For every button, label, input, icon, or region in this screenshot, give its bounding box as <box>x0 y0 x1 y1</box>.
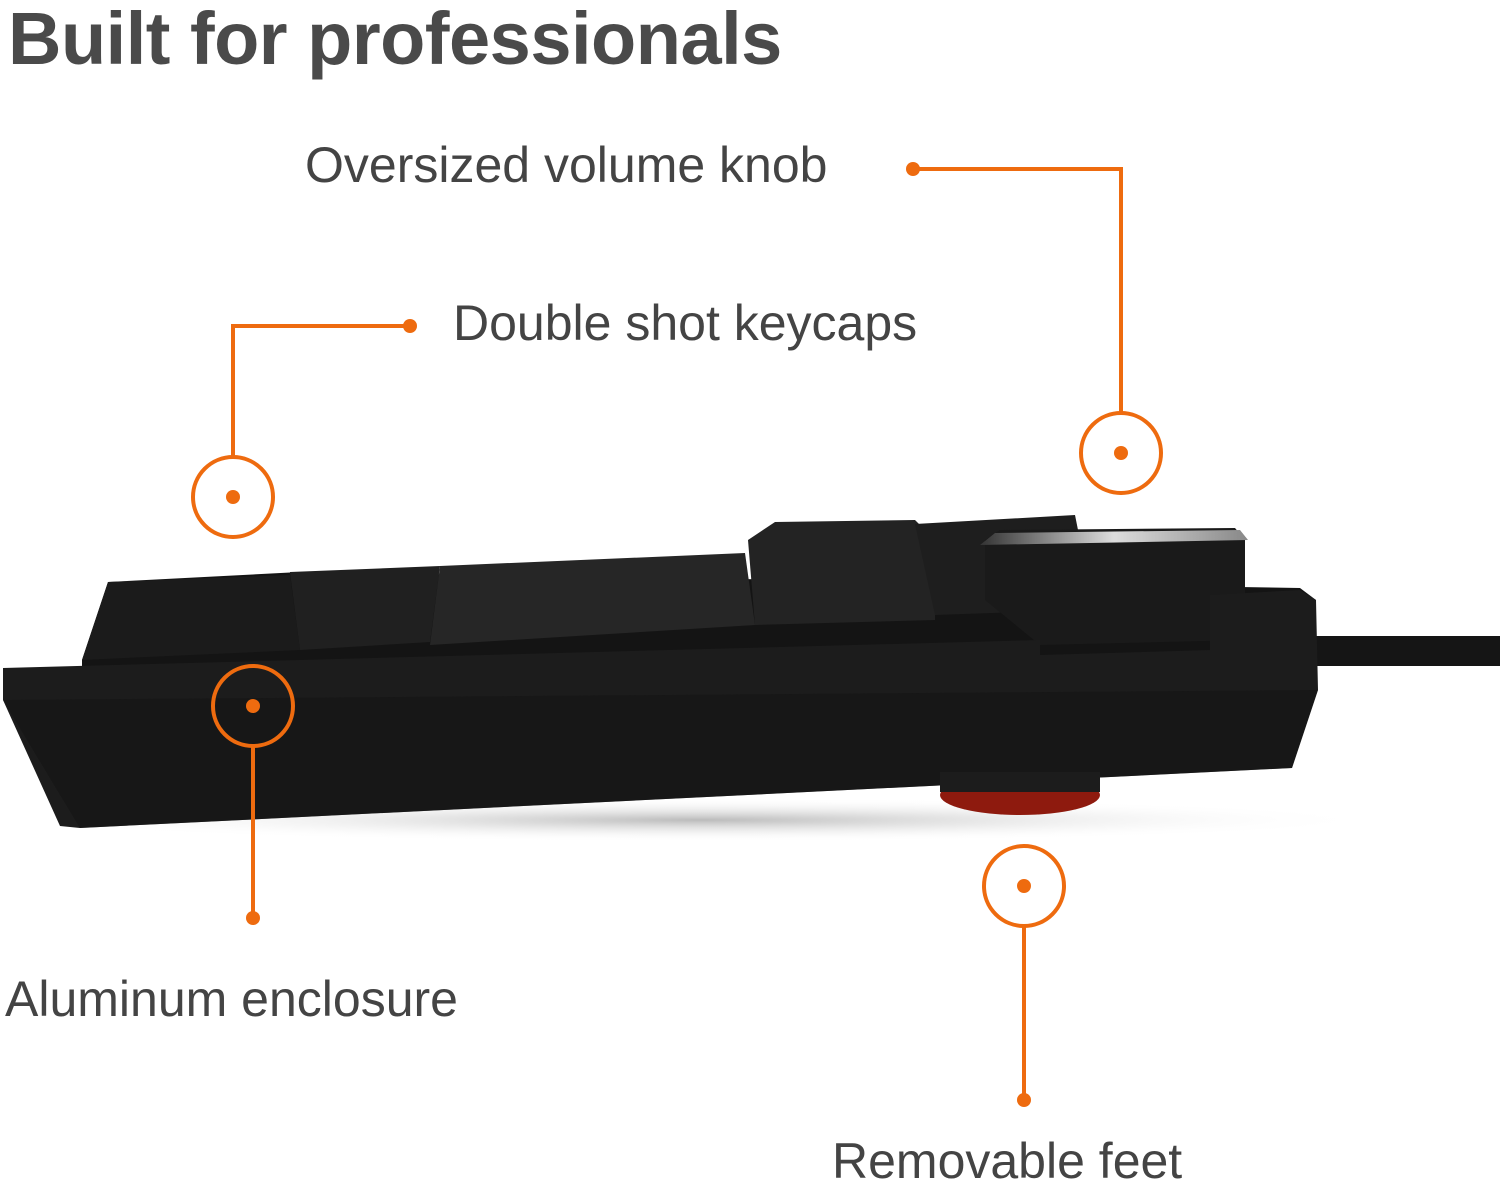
callout-knob-label: Oversized volume knob <box>305 137 828 193</box>
keyboard-image <box>3 515 1500 842</box>
page-title: Built for professionals <box>8 0 782 80</box>
keycap <box>82 575 300 660</box>
keycap <box>430 553 755 645</box>
callout-dots <box>226 162 1128 1107</box>
usb-cable <box>1300 636 1500 666</box>
keycap <box>748 520 935 625</box>
callout-lines <box>191 167 1163 1100</box>
callout-enclosure-label: Aluminum enclosure <box>5 971 458 1027</box>
callout-keycaps-label: Double shot keycaps <box>453 295 918 351</box>
volume-knob <box>985 528 1245 645</box>
callout-feet-label: Removable feet <box>832 1133 1183 1189</box>
